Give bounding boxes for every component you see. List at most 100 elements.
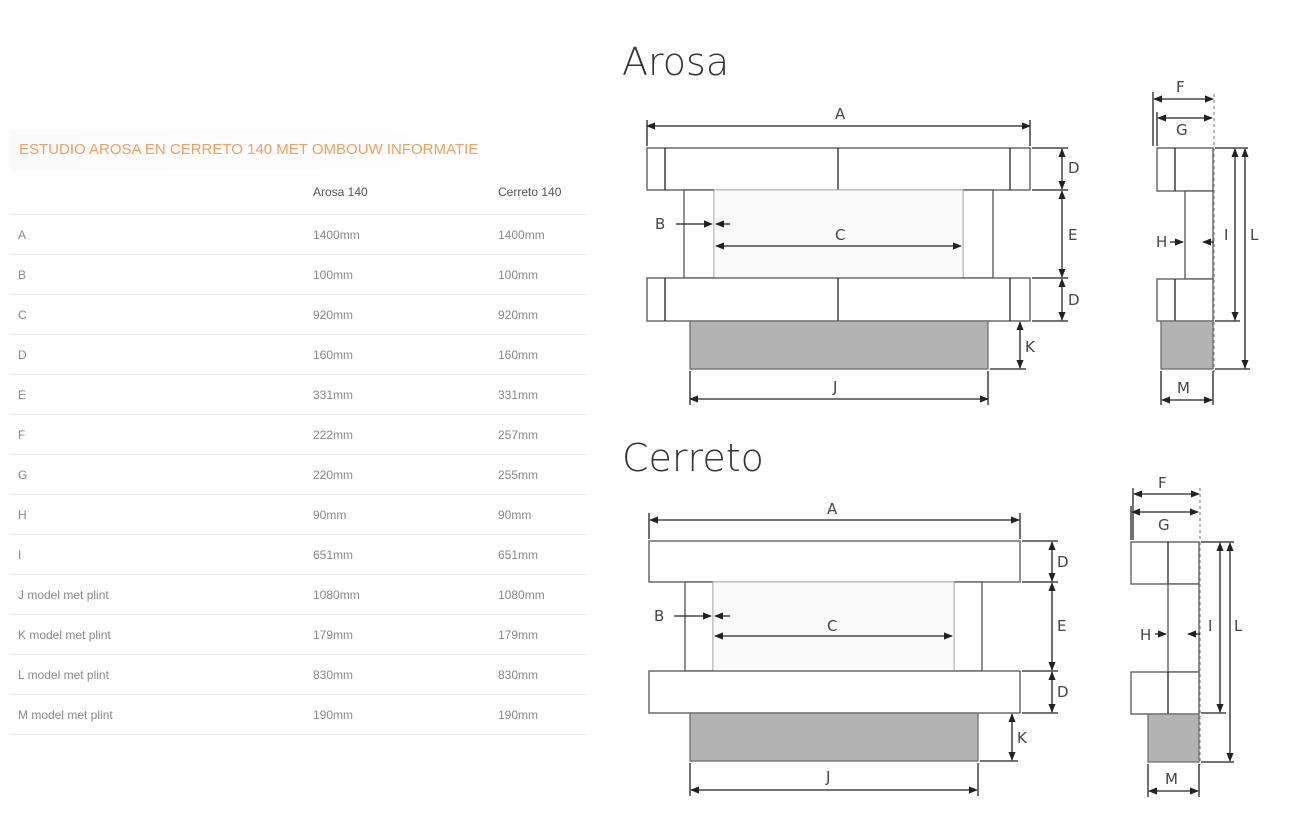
label-k: K: [1017, 729, 1028, 747]
label-g: G: [1176, 121, 1188, 139]
cerreto-title: Cerreto: [622, 436, 764, 480]
cerreto-side-bottom-block: [1130, 671, 1200, 715]
label-d-top: D: [1068, 159, 1080, 177]
label-l: L: [1250, 226, 1259, 244]
label-m: M: [1165, 770, 1178, 788]
cerreto-side-view: F G H I L M: [1130, 474, 1243, 797]
arosa-side-post: [1184, 190, 1214, 280]
cerreto-right-post: [953, 581, 983, 672]
arosa-side-bottom-block: [1156, 278, 1214, 322]
label-d-bottom: D: [1068, 291, 1080, 309]
row-label: C: [10, 294, 312, 335]
row-cerreto-value: 179mm: [497, 614, 587, 655]
table-title: ESTUDIO AROSA EN CERRETO 140 MET OMBOUW …: [10, 130, 587, 170]
row-arosa-value: 222mm: [312, 414, 497, 455]
dimensions-table-panel: ESTUDIO AROSA EN CERRETO 140 MET OMBOUW …: [10, 130, 587, 735]
label-c: C: [835, 226, 845, 244]
row-label: B: [10, 254, 312, 295]
row-arosa-value: 651mm: [312, 534, 497, 575]
label-i: I: [1224, 226, 1228, 244]
row-arosa-value: 190mm: [312, 694, 497, 735]
label-c: C: [827, 617, 837, 635]
cerreto-side-post: [1167, 583, 1200, 673]
row-arosa-value: 1080mm: [312, 574, 497, 615]
cerreto-side-top-block: [1130, 541, 1200, 585]
arosa-left-post: [683, 189, 715, 279]
row-cerreto-value: 1080mm: [497, 574, 587, 615]
label-m: M: [1177, 379, 1190, 397]
row-label: H: [10, 494, 312, 535]
header-label: [10, 170, 312, 215]
row-cerreto-value: 100mm: [497, 254, 587, 295]
row-label: A: [10, 214, 312, 255]
label-k: K: [1025, 338, 1036, 356]
arosa-side-top-block: [1156, 147, 1214, 192]
label-j: J: [832, 378, 837, 396]
label-b: B: [655, 215, 665, 233]
row-arosa-value: 830mm: [312, 654, 497, 695]
cerreto-bottom-beam: [648, 670, 1021, 714]
row-label: G: [10, 454, 312, 495]
row-arosa-value: 331mm: [312, 374, 497, 415]
label-e: E: [1068, 226, 1077, 244]
cerreto-top-beam: [648, 540, 1021, 583]
arosa-plinth: [689, 320, 989, 370]
cerreto-diagram: Cerreto A B C D: [622, 436, 1243, 797]
arosa-fire-opening: [713, 189, 964, 279]
technical-drawings: Arosa A B: [622, 40, 1259, 797]
label-f: F: [1158, 474, 1167, 492]
cerreto-side-plinth: [1147, 713, 1200, 763]
row-arosa-value: 90mm: [312, 494, 497, 535]
arosa-right-post: [962, 189, 994, 279]
row-cerreto-value: 920mm: [497, 294, 587, 335]
row-label: J model met plint: [10, 574, 312, 615]
arosa-title: Arosa: [622, 40, 729, 84]
row-label: I: [10, 534, 312, 575]
label-g: G: [1158, 516, 1170, 534]
arosa-diagram: Arosa A B: [622, 40, 1259, 405]
label-a: A: [827, 500, 838, 518]
row-cerreto-value: 331mm: [497, 374, 587, 415]
row-arosa-value: 920mm: [312, 294, 497, 335]
row-cerreto-value: 190mm: [497, 694, 587, 735]
row-arosa-value: 100mm: [312, 254, 497, 295]
cerreto-plinth: [689, 712, 979, 762]
row-label: M model met plint: [10, 694, 312, 735]
row-cerreto-value: 651mm: [497, 534, 587, 575]
row-label: F: [10, 414, 312, 455]
row-cerreto-value: 257mm: [497, 414, 587, 455]
label-a: A: [835, 105, 846, 123]
label-h: H: [1140, 626, 1151, 644]
label-f: F: [1176, 78, 1185, 96]
label-j: J: [825, 768, 830, 786]
row-arosa-value: 220mm: [312, 454, 497, 495]
row-cerreto-value: 830mm: [497, 654, 587, 695]
arosa-front-view: A B C D E D K: [646, 105, 1080, 405]
row-cerreto-value: 160mm: [497, 334, 587, 375]
row-label: L model met plint: [10, 654, 312, 695]
row-label: E: [10, 374, 312, 415]
arosa-side-plinth: [1160, 320, 1214, 370]
row-label: D: [10, 334, 312, 375]
row-arosa-value: 1400mm: [312, 214, 497, 255]
header-arosa: Arosa 140: [312, 170, 497, 215]
label-i: I: [1208, 617, 1212, 635]
row-cerreto-value: 90mm: [497, 494, 587, 535]
arosa-side-view: F G H I L M: [1152, 78, 1259, 405]
row-cerreto-value: 255mm: [497, 454, 587, 495]
header-cerreto: Cerreto 140: [497, 170, 587, 215]
label-e: E: [1057, 617, 1066, 635]
row-arosa-value: 179mm: [312, 614, 497, 655]
